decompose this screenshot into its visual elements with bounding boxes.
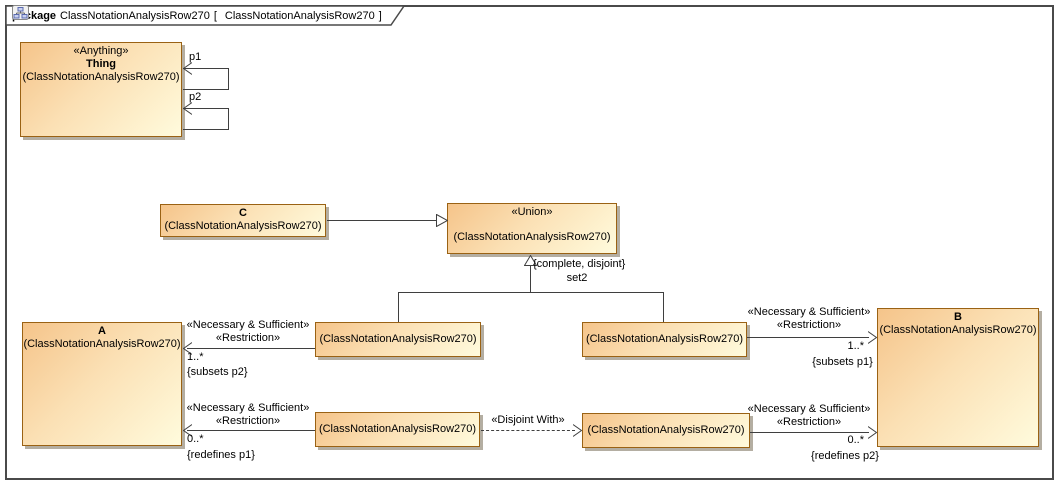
p2-arrowhead-icon: [183, 102, 192, 115]
diagram-name: ClassNotationAnalysisRow270: [224, 9, 375, 22]
set2-constraint-label: {complete, disjoint}: [533, 258, 626, 270]
edge-set2-branch-left[interactable]: [398, 292, 399, 322]
union-qualifier: (ClassNotationAnalysisRow270): [453, 231, 611, 243]
c-qualifier: (ClassNotationAnalysisRow270): [164, 220, 322, 232]
assoc-tl-multiplicity: 1..*: [187, 351, 204, 363]
set2-triangle-icon: [524, 255, 537, 266]
tab-outline: [5, 5, 406, 26]
class-restriction-bottom-left[interactable]: (ClassNotationAnalysisRow270): [315, 412, 480, 447]
edge-set2-crossbar[interactable]: [398, 292, 664, 293]
bracket-close: ]: [378, 9, 382, 22]
restriction-br-qualifier: (ClassNotationAnalysisRow270): [587, 424, 745, 436]
restriction-bl-qualifier: (ClassNotationAnalysisRow270): [318, 423, 477, 435]
assoc-bl-constraint: {redefines p1}: [187, 449, 255, 461]
edge-p1-loop[interactable]: [183, 68, 229, 90]
p2-label: p2: [189, 91, 202, 103]
p1-label: p1: [189, 51, 202, 63]
restriction-tl-qualifier: (ClassNotationAnalysisRow270): [319, 333, 477, 345]
edge-assoc-bottom-left[interactable]: [187, 430, 315, 431]
edge-disjoint-with[interactable]: [481, 430, 575, 431]
p1-arrowhead-icon: [183, 62, 192, 75]
union-stereotype: «Union»: [511, 206, 553, 218]
class-restriction-top-left[interactable]: (ClassNotationAnalysisRow270): [315, 322, 481, 357]
assoc-tl-constraint: {subsets p2}: [187, 366, 248, 378]
assoc-tr-constraint: {subsets p1}: [812, 356, 873, 368]
assoc-br-stereotype2: «Restriction»: [776, 416, 842, 428]
class-c[interactable]: C (ClassNotationAnalysisRow270): [160, 204, 326, 237]
class-thing[interactable]: «Anything» Thing (ClassNotationAnalysisR…: [20, 42, 182, 137]
assoc-bl-stereotype-label: «Necessary & Sufficient» «Restriction»: [185, 402, 311, 428]
restriction-tr-qualifier: (ClassNotationAnalysisRow270): [585, 333, 744, 345]
assoc-bl-stereotype2: «Restriction»: [215, 415, 281, 427]
class-a[interactable]: A (ClassNotationAnalysisRow270): [22, 322, 182, 446]
bracket-open: [: [213, 9, 217, 22]
assoc-tl-stereotype2: «Restriction»: [215, 332, 281, 344]
assoc-br-stereotype-label: «Necessary & Sufficient» «Restriction»: [745, 403, 873, 429]
edge-generalization-c-union[interactable]: [327, 220, 437, 221]
edge-assoc-top-right[interactable]: [747, 337, 869, 338]
assoc-tl-stereotype-label: «Necessary & Sufficient» «Restriction»: [185, 319, 311, 345]
assoc-tr-stereotype1: «Necessary & Sufficient»: [747, 306, 871, 318]
set2-name-label: set2: [566, 272, 588, 284]
a-qualifier: (ClassNotationAnalysisRow270): [23, 338, 181, 350]
class-union[interactable]: «Union» (ClassNotationAnalysisRow270): [447, 203, 617, 254]
b-qualifier: (ClassNotationAnalysisRow270): [879, 324, 1037, 336]
a-name: A: [98, 325, 106, 337]
assoc-bl-arrowhead-icon: [183, 424, 192, 437]
assoc-br-arrowhead-icon: [868, 426, 877, 439]
assoc-tr-stereotype-label: «Necessary & Sufficient» «Restriction»: [745, 306, 873, 332]
edge-assoc-top-left[interactable]: [187, 348, 315, 349]
edge-set2-trunk[interactable]: [530, 266, 531, 292]
package-name: ClassNotationAnalysisRow270: [60, 9, 210, 22]
assoc-tr-multiplicity: 1..*: [847, 340, 864, 352]
c-name: C: [239, 207, 247, 219]
edge-assoc-bottom-right[interactable]: [750, 432, 869, 433]
edge-set2-branch-right[interactable]: [663, 292, 664, 322]
thing-stereotype: «Anything»: [73, 45, 129, 57]
generalization-triangle-icon: [436, 214, 448, 227]
disjoint-with-label: «Disjoint With»: [491, 414, 565, 426]
assoc-br-stereotype1: «Necessary & Sufficient»: [747, 403, 871, 415]
assoc-tl-arrowhead-icon: [183, 342, 192, 355]
assoc-br-constraint: {redefines p2}: [811, 450, 879, 462]
class-restriction-bottom-right[interactable]: (ClassNotationAnalysisRow270): [582, 413, 750, 448]
class-restriction-top-right[interactable]: (ClassNotationAnalysisRow270): [582, 322, 747, 357]
assoc-bl-stereotype1: «Necessary & Sufficient»: [186, 402, 310, 414]
thing-qualifier: (ClassNotationAnalysisRow270): [22, 71, 180, 83]
assoc-bl-multiplicity: 0..*: [187, 433, 204, 445]
assoc-tr-stereotype2: «Restriction»: [776, 319, 842, 331]
thing-name: Thing: [86, 58, 116, 70]
assoc-tl-stereotype1: «Necessary & Sufficient»: [186, 319, 310, 331]
b-name: B: [954, 311, 962, 323]
frame-header-tab[interactable]: package ClassNotationAnalysisRow270 [ Cl…: [5, 5, 406, 26]
assoc-br-multiplicity: 0..*: [847, 434, 864, 446]
union-empty-name: [448, 219, 616, 231]
class-b[interactable]: B (ClassNotationAnalysisRow270): [877, 308, 1039, 447]
disjoint-arrowhead-icon: [573, 424, 582, 437]
edge-p2-loop[interactable]: [183, 108, 229, 130]
assoc-tr-arrowhead-icon: [868, 331, 877, 344]
